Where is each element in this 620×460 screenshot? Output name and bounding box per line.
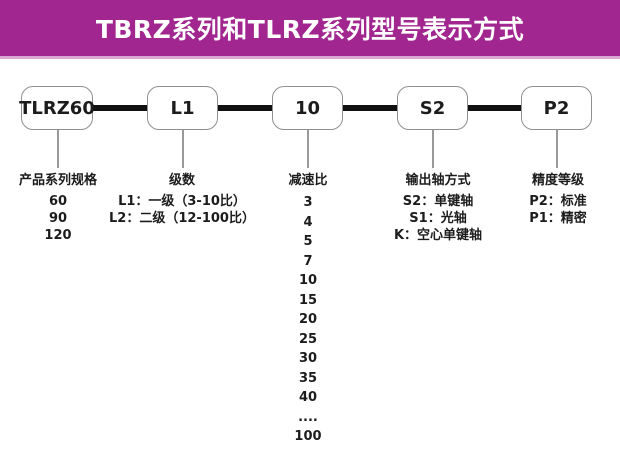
model-box-stages: L1 — [147, 86, 218, 130]
list-item: .... — [298, 409, 318, 425]
connector-line — [93, 105, 147, 111]
list-item: 3 — [303, 195, 313, 210]
column-heading: 产品系列规格 — [18, 173, 97, 188]
model-box-output-shaft: S2 — [397, 86, 468, 130]
column-heading: 级数 — [168, 173, 195, 188]
list-item: 120 — [44, 228, 72, 243]
box-label: L1 — [170, 97, 195, 119]
list-item: 5 — [303, 234, 313, 249]
list-item: P1：精密 — [529, 211, 587, 226]
list-item: 30 — [298, 351, 318, 366]
model-box-precision: P2 — [521, 86, 592, 130]
column-heading: 输出轴方式 — [405, 173, 471, 188]
column-items: 3 4 5 7 10 15 20 25 30 35 40.... 100 — [258, 193, 358, 447]
column-items: S2：单键轴 S1：光轴 K：空心单键轴 — [368, 193, 508, 244]
column-items: P2：标准 P1：精密 — [498, 193, 618, 227]
list-item: 60 — [48, 194, 68, 209]
list-item: S2：单键轴 — [402, 194, 474, 209]
box-label: TLRZ60 — [19, 97, 95, 119]
connector-line — [218, 105, 272, 111]
page-title: TBRZ系列和TLRZ系列型号表示方式 — [95, 15, 525, 44]
list-item: 4 — [303, 214, 313, 230]
connector-line — [468, 105, 521, 111]
drop-line — [182, 129, 184, 168]
list-item: L1：一级（3-10比） — [118, 194, 246, 209]
column-items: 60 90 120 — [0, 193, 118, 244]
list-item: S1：光轴 — [409, 211, 467, 226]
model-box-series: TLRZ60 — [19, 86, 95, 130]
list-item: L2：二级（12-100比） — [109, 211, 255, 226]
column-ratio: 减速比 3 4 5 7 10 15 20 25 30 35 40.... 100 — [258, 169, 358, 447]
list-item: 40 — [298, 390, 318, 405]
title-bar: TBRZ系列和TLRZ系列型号表示方式 — [0, 0, 620, 59]
list-item: 20 — [298, 312, 318, 327]
box-label: P2 — [543, 97, 570, 119]
connector-line — [343, 105, 397, 111]
column-output-shaft: 输出轴方式 S2：单键轴 S1：光轴 K：空心单键轴 — [368, 169, 508, 244]
column-heading: 减速比 — [288, 173, 328, 188]
list-item: 100 — [294, 429, 322, 444]
column-heading: 精度等级 — [531, 173, 584, 188]
list-item: 10 — [298, 273, 318, 288]
list-item: 25 — [298, 331, 318, 347]
column-items: L1：一级（3-10比） L2：二级（12-100比） — [102, 193, 262, 227]
list-item: P2：标准 — [529, 194, 587, 209]
model-box-ratio: 10 — [272, 86, 343, 130]
box-label: 10 — [294, 97, 321, 119]
drop-line — [307, 129, 309, 168]
drop-line — [556, 129, 558, 168]
list-item: 35 — [298, 370, 318, 386]
column-series-spec: 产品系列规格 60 90 120 — [0, 169, 118, 244]
column-precision: 精度等级 P2：标准 P1：精密 — [498, 169, 618, 227]
list-item: 90 — [48, 211, 68, 226]
drop-line — [57, 129, 59, 168]
column-stages: 级数 L1：一级（3-10比） L2：二级（12-100比） — [102, 169, 262, 227]
list-item: K：空心单键轴 — [393, 228, 483, 243]
list-item: 15 — [298, 292, 318, 308]
drop-line — [432, 129, 434, 168]
list-item: 7 — [303, 253, 313, 269]
box-label: S2 — [419, 97, 446, 119]
